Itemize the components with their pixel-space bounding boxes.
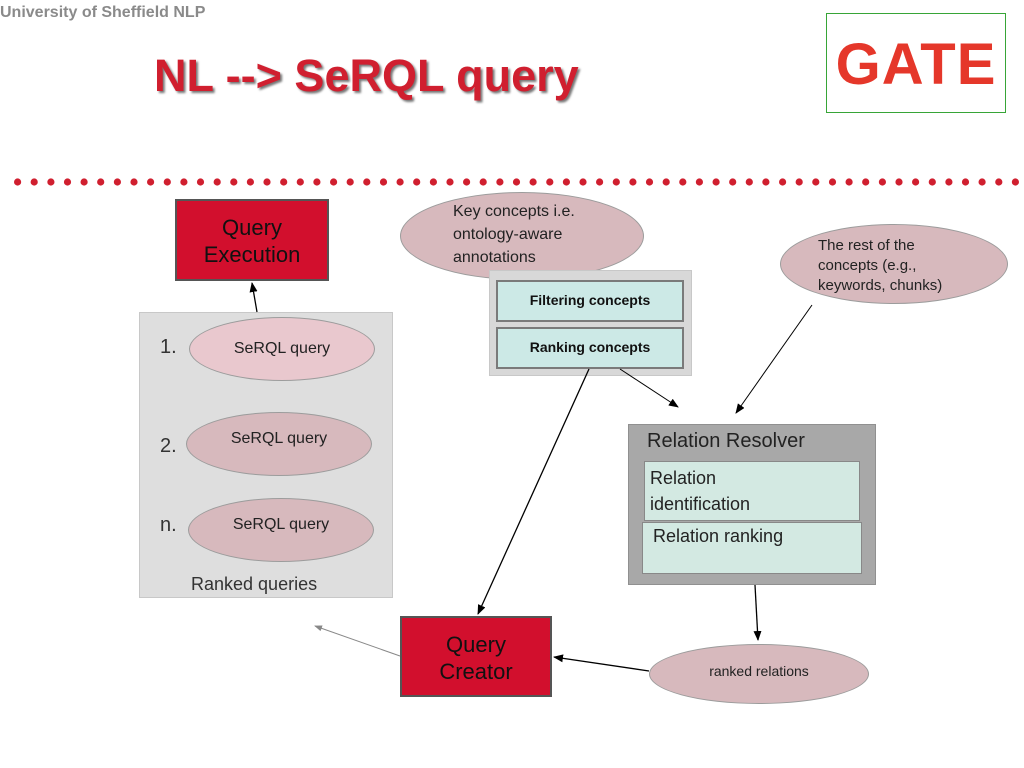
- divider-dot: [779, 178, 787, 186]
- relation-identification-box: Relation identification: [644, 461, 860, 521]
- organization-label: University of Sheffield NLP: [0, 4, 206, 21]
- divider-dot: [878, 178, 887, 186]
- divider-dot: [14, 178, 22, 186]
- divider-dot: [30, 178, 38, 186]
- divider-dot: [828, 178, 837, 186]
- serql-query-1: SeRQL query: [189, 317, 375, 381]
- gate-logo-text: GATE: [835, 32, 997, 97]
- divider-dot: [512, 178, 521, 186]
- relation-resolver-title: Relation Resolver: [647, 430, 805, 452]
- divider-dot: [163, 178, 171, 186]
- divider-dot: [230, 178, 238, 186]
- ranked-relations-ellipse: ranked relations: [649, 644, 869, 704]
- divider-dot: [862, 178, 870, 186]
- divider-dot: [180, 178, 188, 186]
- divider-dot: [97, 178, 105, 186]
- query-rank-n: n.: [160, 514, 177, 536]
- divider-dot: [246, 178, 254, 186]
- divider-dot: [995, 178, 1003, 186]
- divider-dot: [429, 178, 437, 186]
- arrow-creator-to-queries: [314, 625, 401, 657]
- divider-dot: [729, 178, 737, 186]
- rest-concepts-ellipse: The rest of the concepts (e.g., keywords…: [780, 224, 1008, 304]
- divider-dot: [196, 178, 205, 186]
- arrow-rest-to-resolver: [735, 304, 813, 414]
- ranked-queries-caption: Ranked queries: [191, 574, 318, 594]
- divider-dot: [845, 178, 853, 186]
- divider-dot: [762, 178, 770, 186]
- divider-dot: [330, 178, 338, 186]
- divider-dot: [379, 178, 388, 186]
- divider-dot: [596, 178, 604, 186]
- divider-dot: [346, 178, 354, 186]
- divider-dot: [479, 178, 487, 186]
- divider-dot: [629, 178, 637, 186]
- divider-dot: [396, 178, 404, 186]
- arrow-resolver-to-relations: [753, 584, 762, 641]
- divider-dot: [695, 178, 704, 186]
- serql-query-2: SeRQL query: [186, 412, 372, 476]
- divider-dot: [912, 178, 920, 186]
- divider-dot: [213, 178, 221, 186]
- divider-dot: [745, 178, 753, 186]
- serql-query-n: SeRQL query: [188, 498, 374, 562]
- arrow-to-query-execution: [249, 282, 258, 313]
- divider-dot: [679, 178, 687, 186]
- divider-dot: [712, 178, 720, 186]
- divider-dot: [413, 178, 421, 186]
- relation-ranking-box: Relation ranking: [642, 522, 862, 574]
- arrow-ranking-to-creator: [477, 368, 590, 615]
- divider-dot: [812, 178, 820, 186]
- filtering-concepts-box: Filtering concepts: [496, 280, 684, 322]
- arrow-ranking-to-resolver: [619, 368, 679, 408]
- divider-dot: [263, 178, 271, 186]
- dotted-divider: [14, 178, 1019, 186]
- divider-dot: [363, 178, 371, 186]
- divider-dot: [496, 178, 504, 186]
- divider-dot: [47, 178, 55, 186]
- divider-dot: [961, 178, 970, 186]
- divider-dot: [795, 178, 803, 186]
- divider-dot: [662, 178, 670, 186]
- divider-dot: [130, 178, 138, 186]
- divider-dot: [313, 178, 321, 186]
- slide-title: NL --> SeRQL query: [154, 50, 579, 101]
- ranking-concepts-box: Ranking concepts: [496, 327, 684, 369]
- divider-dot: [562, 178, 571, 186]
- divider-dot: [895, 178, 903, 186]
- divider-dot: [612, 178, 620, 186]
- divider-dot: [579, 178, 587, 186]
- divider-dot: [280, 178, 288, 186]
- divider-dot: [463, 178, 471, 186]
- key-concepts-ellipse: Key concepts i.e. ontology-aware annotat…: [400, 192, 644, 280]
- divider-dot: [529, 178, 537, 186]
- divider-dot: [1011, 178, 1019, 186]
- divider-dot: [945, 178, 953, 186]
- relation-resolver: Relation Resolver Relation identificatio…: [628, 424, 876, 585]
- divider-dot: [446, 178, 454, 186]
- query-creator-box: Query Creator: [400, 616, 552, 697]
- gate-logo: GATE: [826, 13, 1006, 113]
- divider-dot: [546, 178, 554, 186]
- arrow-relations-to-creator: [553, 654, 650, 672]
- divider-dot: [978, 178, 986, 186]
- divider-dot: [63, 178, 72, 186]
- query-execution-box: Query Execution: [175, 199, 329, 281]
- divider-dot: [147, 178, 155, 186]
- divider-dot: [296, 178, 304, 186]
- divider-dot: [928, 178, 936, 186]
- query-rank-1: 1.: [160, 336, 177, 358]
- query-rank-2: 2.: [160, 435, 177, 457]
- divider-dot: [80, 178, 88, 186]
- divider-dot: [645, 178, 654, 186]
- divider-dot: [113, 178, 121, 186]
